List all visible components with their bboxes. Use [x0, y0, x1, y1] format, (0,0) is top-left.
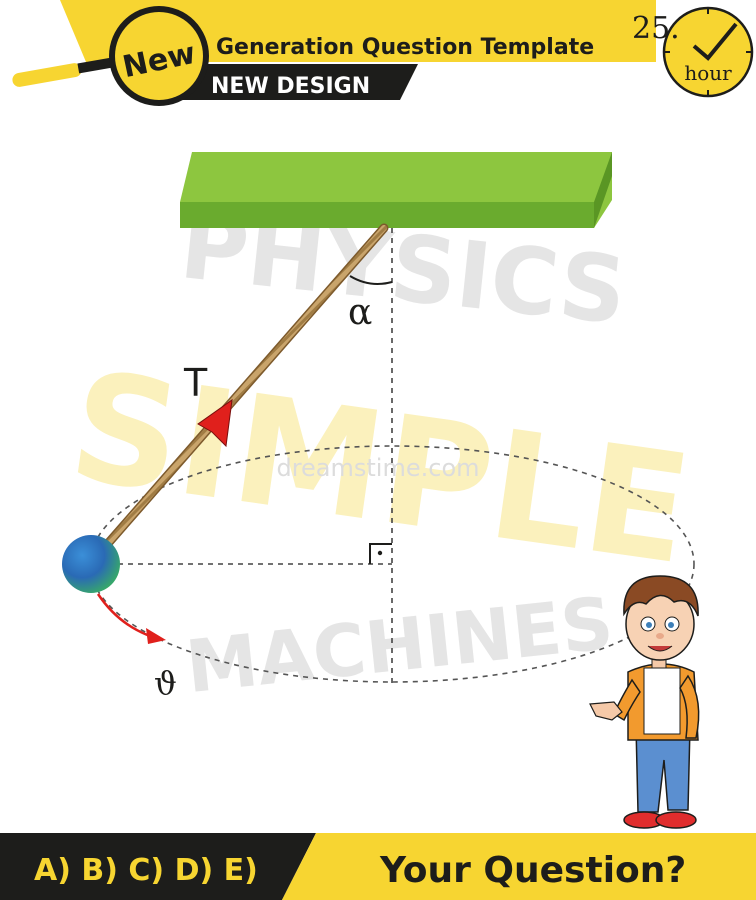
pendulum-diagram: T α ϑ: [62, 152, 695, 702]
boy-illustration: [589, 575, 700, 829]
header-subtitle: NEW DESIGN: [211, 74, 370, 99]
right-angle-marker: [369, 543, 392, 564]
header: New Generation Question Template NEW DES…: [12, 0, 754, 106]
tension-arrow: [197, 398, 233, 448]
pendulum-ball: [62, 535, 120, 593]
clock-number: 25.: [632, 11, 680, 46]
question-text: Your Question?: [379, 850, 686, 891]
velocity-arrow: [96, 593, 166, 644]
clock-icon: [662, 6, 754, 98]
watermark: PHYSICS SIMPLE MACHINES dreamstime.com: [61, 192, 700, 709]
header-title: Generation Question Template: [216, 35, 594, 60]
header-black-tab: [156, 64, 418, 100]
rope: [101, 225, 387, 551]
header-yellow-banner: [60, 0, 656, 62]
tension-label: T: [183, 361, 208, 405]
footer-black-panel: [0, 833, 316, 900]
angle-arc: [349, 275, 393, 285]
magnifier-icon: [12, 6, 209, 106]
clock-unit: hour: [684, 61, 732, 85]
footer-yellow-panel: [282, 833, 756, 900]
watermark-line3: MACHINES: [182, 581, 617, 709]
velocity-label: ϑ: [154, 664, 177, 702]
watermark-site: dreamstime.com: [276, 454, 479, 482]
footer: A) B) C) D) E) Your Question?: [0, 833, 756, 900]
angle-label: α: [348, 292, 372, 333]
ceiling-block: [180, 152, 612, 228]
answer-choices: A) B) C) D) E): [34, 853, 258, 888]
